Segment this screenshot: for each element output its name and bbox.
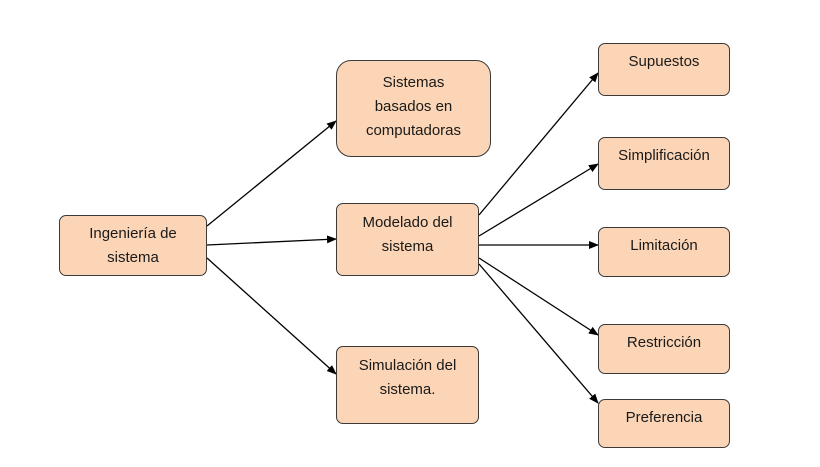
node-supuestos: Supuestos xyxy=(598,43,730,96)
node-restriccion-label: Restricción xyxy=(626,334,702,351)
edge-ingenieria-to-simulacion xyxy=(206,257,337,375)
node-preferencia: Preferencia xyxy=(598,399,730,448)
node-simulacion-del-sistema: Simulación del sistema. xyxy=(336,346,479,424)
edge-modelado-to-restriccion xyxy=(478,257,599,336)
node-modelado-del-sistema: Modelado del sistema xyxy=(336,203,479,276)
node-ingenieria-label: Ingeniería de sistema xyxy=(89,224,177,266)
node-simplificacion: Simplificación xyxy=(598,137,730,190)
node-limitacion: Limitación xyxy=(598,227,730,277)
node-supuestos-label: Supuestos xyxy=(628,53,700,70)
edge-modelado-to-supuestos xyxy=(478,72,599,216)
node-preferencia-label: Preferencia xyxy=(625,409,703,426)
edge-ingenieria-to-sistemas xyxy=(206,120,337,227)
node-ingenieria-de-sistema: Ingeniería de sistema xyxy=(59,215,207,276)
node-simplificacion-label: Simplificación xyxy=(618,147,710,164)
edge-modelado-to-preferencia xyxy=(478,263,599,404)
node-modelado-label: Modelado del sistema xyxy=(362,214,453,255)
node-restriccion: Restricción xyxy=(598,324,730,374)
node-sistemas-basados-en-computadoras: Sistemas basados en computadoras xyxy=(336,60,491,157)
node-sistemas-label: Sistemas basados en computadoras xyxy=(365,74,462,139)
node-limitacion-label: Limitación xyxy=(630,237,698,254)
edge-modelado-to-simplificacion xyxy=(478,163,599,237)
node-simulacion-label: Simulación del sistema. xyxy=(358,357,457,398)
edge-ingenieria-to-modelado xyxy=(206,235,337,246)
